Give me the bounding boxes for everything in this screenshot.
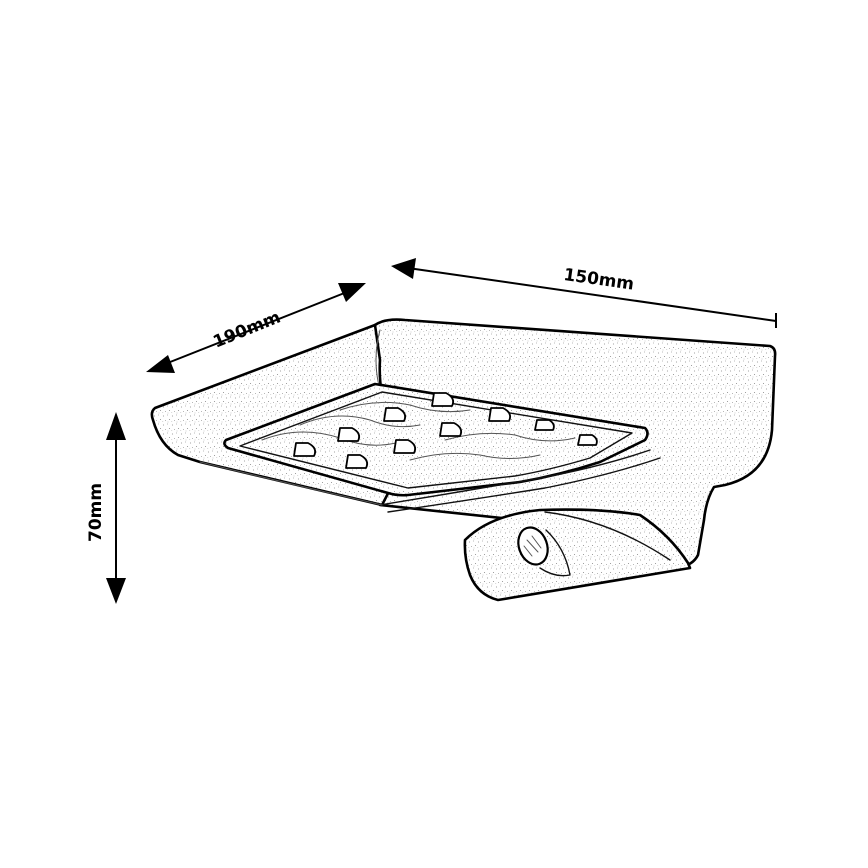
led-icon [488, 407, 512, 422]
height-label: 70mm [86, 483, 106, 542]
depth-dimension-line [159, 289, 353, 367]
lens-curve [339, 401, 471, 413]
depth-label: 190mm [210, 307, 283, 352]
lens-curve [299, 415, 421, 428]
lower-rim [387, 457, 661, 513]
height-arrowhead-top-icon [106, 412, 126, 440]
led-array [293, 392, 598, 469]
lower-rim [379, 449, 651, 506]
depth-arrowhead-end-icon [338, 283, 366, 302]
depth-arrowhead-start-icon [146, 355, 175, 373]
led-icon [534, 419, 555, 431]
dimension-height: 70mm [86, 412, 126, 604]
led-icon [337, 427, 361, 442]
led-panel-inner-frame [239, 391, 633, 489]
led-icon [431, 392, 455, 407]
led-icon [393, 439, 417, 454]
width-label: 150mm [562, 265, 635, 295]
width-dimension-line [407, 267, 777, 322]
width-arrowhead-icon [391, 258, 416, 279]
shell-bottom-edge [199, 461, 383, 506]
led-icon [439, 422, 463, 437]
sensor-lens-facets [523, 535, 542, 557]
dimension-width: 150mm [391, 258, 777, 328]
led-icon [293, 442, 317, 457]
motion-sensor [517, 526, 571, 577]
lens-curve [444, 432, 576, 442]
sensor-cone [539, 529, 571, 577]
lamp-illustration [150, 318, 777, 602]
sensor-housing-edge [544, 511, 671, 561]
height-arrowhead-bottom-icon [106, 578, 126, 604]
lens-curve [409, 452, 541, 461]
led-icon [577, 434, 598, 446]
led-icon [383, 407, 407, 422]
led-icon [345, 454, 369, 469]
